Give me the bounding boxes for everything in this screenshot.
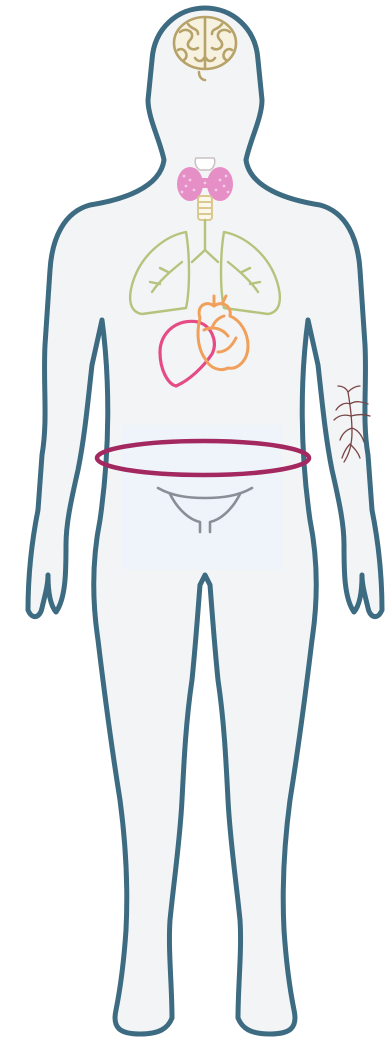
trachea-icon: [198, 196, 212, 220]
